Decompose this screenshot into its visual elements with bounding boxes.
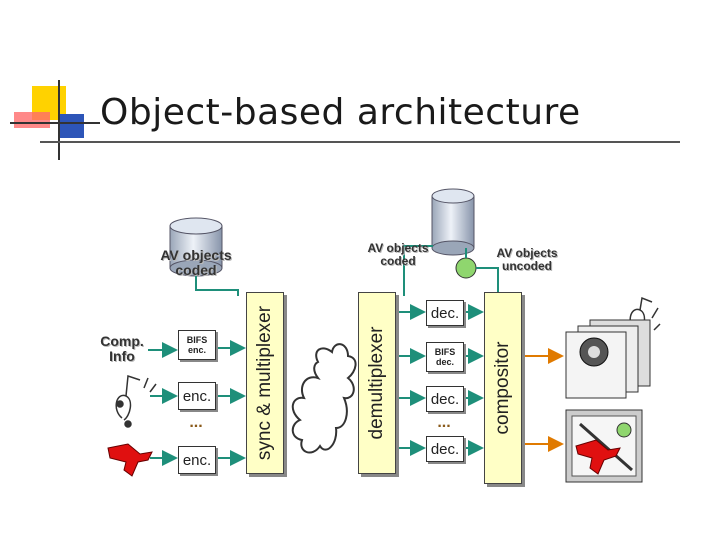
compositor: compositor [484,292,522,484]
decoder-ellipsis: ... [437,414,451,431]
encoder-1: enc. [178,382,216,410]
decoder-3: dec. [426,436,464,462]
database-icon [431,188,475,256]
page-title: Object-based architecture [100,92,581,133]
decoder-1: dec. [426,300,464,326]
encoder-2: enc. [178,446,216,474]
music-note-icon [115,374,157,428]
title-divider [40,141,680,143]
label-av-objects-uncoded: AV objects uncoded [496,246,558,274]
encoder-ellipsis: ... [189,414,203,431]
slide-logo [10,80,110,160]
sync-multiplexer: sync & multiplexer [246,292,284,474]
speaker-icon [565,319,651,399]
network-cloud-icon [291,343,357,454]
red-figure-icon [107,443,153,477]
bifs-encoder: BIFS enc. [178,330,216,360]
decoder-2: dec. [426,386,464,412]
video-player-icon [565,409,643,483]
label-av-objects-coded-right: AV objects coded [367,241,429,269]
label-av-objects-coded-left: AV objects coded [160,247,232,279]
demultiplexer: demultiplexer [358,292,396,474]
green-node-icon [455,257,477,279]
bifs-decoder: BIFS dec. [426,342,464,372]
database-icon [169,217,223,277]
label-comp-info: Comp. Info [100,333,144,365]
